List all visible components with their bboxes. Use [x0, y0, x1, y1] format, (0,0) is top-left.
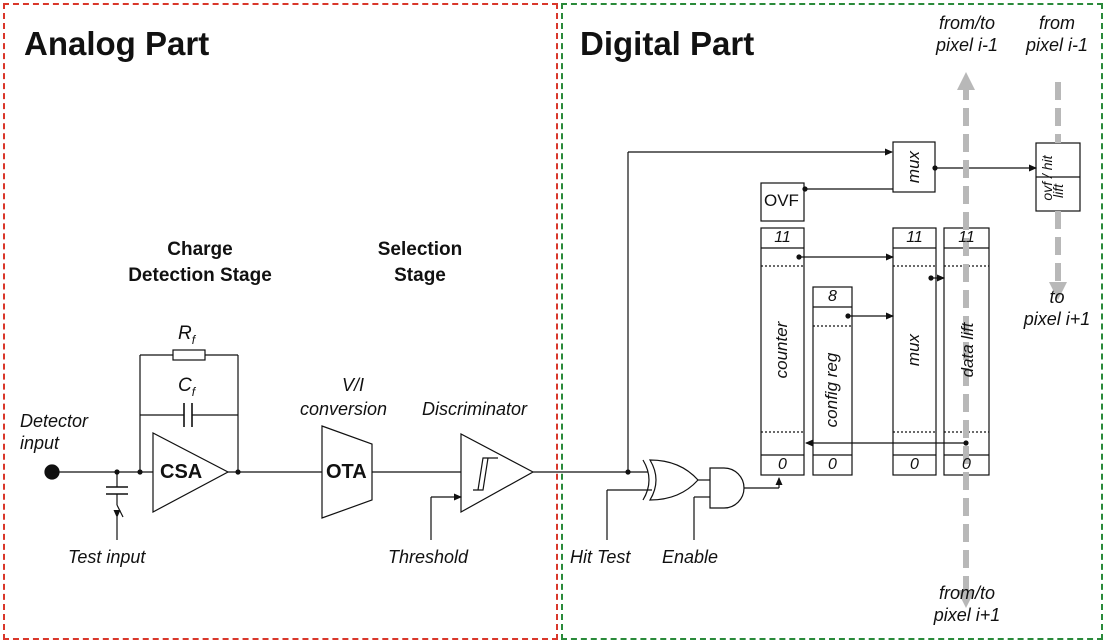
config-bit-bottom: 0 [828, 456, 837, 473]
cf-label: Cf [178, 375, 196, 399]
mux-top-block [892, 141, 936, 193]
selection-stage-heading-2: Stage [394, 265, 446, 286]
and-gate [709, 467, 745, 509]
mux-mid-block [892, 227, 937, 476]
from-to-next-label-1: from/to [938, 583, 995, 603]
to-next-label-1: to [1049, 287, 1065, 307]
counter-bit-top: 11 [774, 229, 791, 246]
selection-stage-heading-1: Selection [377, 239, 463, 260]
mux-bit-bottom: 0 [910, 456, 919, 473]
counter-bit-bottom: 0 [778, 456, 787, 473]
charge-stage-heading-1: Charge [167, 239, 233, 260]
detector-input-label-1: Detector [20, 411, 89, 431]
test-input-label: Test input [68, 547, 146, 567]
charge-stage-heading-2: Detection Stage [128, 265, 272, 286]
lift-bit-top: 11 [958, 229, 975, 246]
counter-label: counter [772, 321, 791, 379]
mux-top-label: mux [904, 150, 923, 184]
data-lift-label: data lift [958, 322, 977, 378]
digital-part-frame [561, 3, 1103, 640]
mux-bit-top: 11 [906, 229, 923, 246]
ovf-label: OVF [764, 191, 799, 210]
config-reg-label: config reg [822, 352, 841, 428]
config-reg-block [812, 286, 853, 476]
hit-test-label: Hit Test [570, 547, 631, 567]
enable-label: Enable [662, 547, 719, 567]
ota-label: OTA [326, 461, 367, 483]
mux-mid-label: mux [904, 333, 923, 367]
counter-block [760, 227, 805, 476]
digital-part-title: Digital Part [580, 25, 755, 62]
ovf-block [760, 182, 805, 222]
ovf-hit-lift-label-2: lift [1050, 184, 1066, 198]
threshold-label: Threshold [388, 547, 469, 567]
vi-conversion-label-1: V/I [341, 375, 364, 395]
lift-bit-bottom: 0 [962, 456, 971, 473]
xor-gate [648, 459, 699, 501]
discriminator-label: Discriminator [422, 399, 528, 419]
from-to-prev-label-2: pixel i-1 [935, 35, 999, 55]
rf-resistor [172, 349, 206, 361]
bus-arrow-down [957, 590, 975, 608]
config-bit-top: 8 [828, 288, 837, 305]
from-prev-label-1: from [1039, 13, 1075, 33]
from-prev-label-2: pixel i-1 [1025, 35, 1089, 55]
from-to-next-label-2: pixel i+1 [933, 605, 1001, 625]
discriminator [460, 433, 535, 514]
csa-label: CSA [160, 461, 203, 483]
csa-amplifier [152, 432, 230, 513]
bus-arrow-up [957, 72, 975, 90]
ota-block [321, 425, 373, 519]
to-next-label-2: pixel i+1 [1023, 309, 1091, 329]
analog-part-title: Analog Part [24, 25, 210, 62]
detector-input-label-2: input [20, 433, 60, 453]
vi-conversion-label-2: conversion [300, 399, 388, 419]
test-switch [116, 504, 124, 518]
rf-label: Rf [178, 323, 196, 347]
from-to-prev-label-1: from/to [938, 13, 995, 33]
ovf-arrow-down [1049, 282, 1067, 300]
analog-part-frame [3, 3, 558, 640]
